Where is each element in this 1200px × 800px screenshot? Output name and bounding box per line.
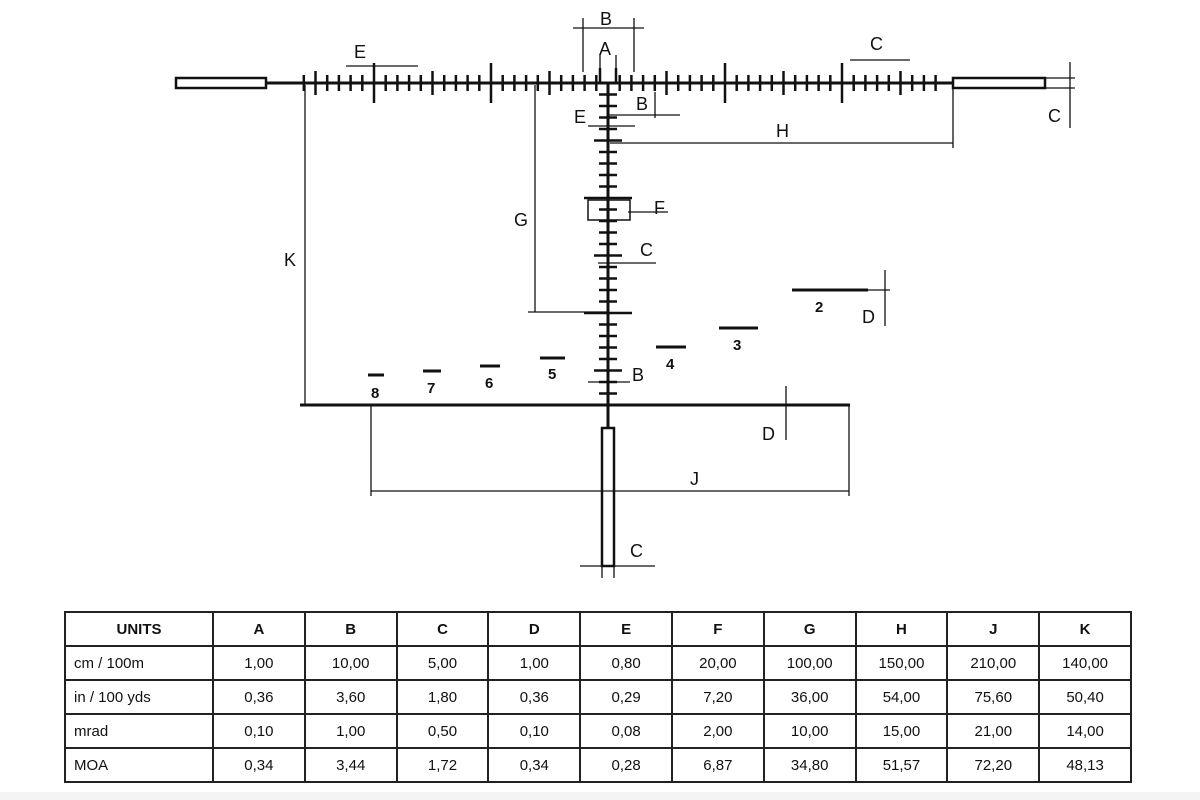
range-number-5: 5: [548, 366, 556, 383]
range-number-6: 6: [485, 375, 493, 392]
table-header-row: UNITS A B C D E F G H J K: [64, 611, 1132, 647]
table-cell: 7,20: [670, 679, 765, 715]
label-mid-c: C: [640, 240, 653, 260]
table-cell: 36,00: [762, 679, 857, 715]
table-cell: 150,00: [854, 645, 949, 681]
label-top-c: C: [870, 34, 883, 54]
table-cell: 14,00: [1038, 713, 1132, 749]
label-h: H: [776, 121, 789, 141]
table-cell: 50,40: [1038, 679, 1132, 715]
left-thick-post: [174, 76, 268, 90]
label-mid-e: E: [574, 107, 586, 127]
label-j: J: [690, 469, 699, 489]
table-cell: 1,00: [303, 713, 398, 749]
table-cell: 15,00: [854, 713, 949, 749]
table-cell: 0,08: [579, 713, 673, 749]
table-cell: 0,34: [487, 747, 582, 783]
table-cell: 0,10: [487, 713, 582, 749]
table-row-unit: mrad: [64, 713, 214, 749]
table-cell: 1,00: [212, 645, 306, 681]
header-a: A: [212, 611, 306, 647]
header-c: C: [395, 611, 490, 647]
table-cell: 21,00: [946, 713, 1041, 749]
header-k: K: [1038, 611, 1132, 647]
table-cell: 0,34: [212, 747, 306, 783]
table-cell: 1,80: [395, 679, 490, 715]
table-cell: 5,00: [395, 645, 490, 681]
label-top-a: A: [599, 39, 611, 59]
range-number-3: 3: [733, 337, 741, 354]
table-cell: 3,60: [303, 679, 398, 715]
table-cell: 34,80: [762, 747, 857, 783]
bottom-thick-post: [600, 426, 616, 568]
table-cell: 210,00: [946, 645, 1041, 681]
label-bottom-c: C: [630, 541, 643, 561]
label-right-c: C: [1048, 106, 1061, 126]
header-f: F: [670, 611, 765, 647]
table-cell: 75,60: [946, 679, 1041, 715]
table-row-unit: in / 100 yds: [64, 679, 214, 715]
range-number-8: 8: [371, 385, 379, 402]
f-box: [587, 199, 631, 221]
table-cell: 0,50: [395, 713, 490, 749]
label-top-b: B: [600, 9, 612, 29]
right-thick-post: [951, 76, 1047, 90]
reticle-diagram: B A E C C B E H K G F C D B D J C 2 3 4 …: [174, 9, 1075, 578]
table-cell: 6,87: [670, 747, 765, 783]
label-mid-b: B: [636, 94, 648, 114]
table-cell: 10,00: [303, 645, 398, 681]
table-cell: 1,00: [487, 645, 582, 681]
vertical-ticks: [584, 93, 632, 395]
label-top-e: E: [354, 42, 366, 62]
label-bottom-b: B: [632, 365, 644, 385]
table-cell: 10,00: [762, 713, 857, 749]
table-cell: 100,00: [762, 645, 857, 681]
table-cell: 0,36: [487, 679, 582, 715]
header-d: D: [487, 611, 582, 647]
table-cell: 48,13: [1038, 747, 1132, 783]
table-cell: 2,00: [670, 713, 765, 749]
header-j: J: [946, 611, 1041, 647]
header-units: UNITS: [64, 611, 214, 647]
header-g: G: [762, 611, 857, 647]
table-cell: 140,00: [1038, 645, 1132, 681]
label-f: F: [654, 198, 665, 218]
table-cell: 0,29: [579, 679, 673, 715]
table-cell: 54,00: [854, 679, 949, 715]
table-cell: 1,72: [395, 747, 490, 783]
table-cell: 0,28: [579, 747, 673, 783]
table-row-unit: MOA: [64, 747, 214, 783]
table-cell: 0,80: [579, 645, 673, 681]
label-d-upper: D: [862, 307, 875, 327]
table-cell: 0,10: [212, 713, 306, 749]
table-cell: 0,36: [212, 679, 306, 715]
range-number-7: 7: [427, 380, 435, 397]
horizontal-ticks: [302, 63, 937, 103]
label-d-lower: D: [762, 424, 775, 444]
label-g: G: [514, 210, 528, 230]
table-cell: 51,57: [854, 747, 949, 783]
table-row-unit: cm / 100m: [64, 645, 214, 681]
header-h: H: [854, 611, 949, 647]
table-cell: 20,00: [670, 645, 765, 681]
bottom-strip: [0, 792, 1200, 800]
header-b: B: [303, 611, 398, 647]
table-cell: 3,44: [303, 747, 398, 783]
range-number-4: 4: [666, 356, 675, 373]
table-cell: 72,20: [946, 747, 1041, 783]
range-number-2: 2: [815, 299, 823, 316]
header-e: E: [579, 611, 673, 647]
label-k: K: [284, 250, 296, 270]
